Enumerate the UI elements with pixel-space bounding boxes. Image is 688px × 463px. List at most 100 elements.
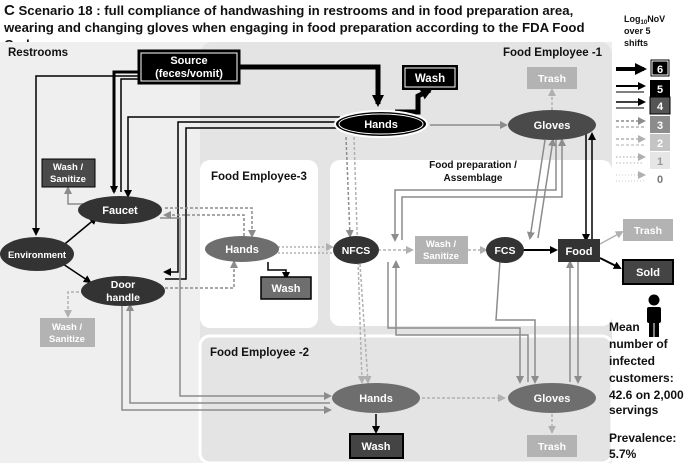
arrow-gloves-to-fcs xyxy=(526,139,546,240)
e2-wash-label: Wash xyxy=(362,441,391,453)
arrow-e3hands-to-wash xyxy=(267,262,290,280)
legend-title-2: over 5 xyxy=(624,26,651,36)
e1-wash-node: Wash xyxy=(402,65,458,90)
results: Mean number of infected customers: 42.6 … xyxy=(609,320,684,461)
arrow-e1hands-to-nfcs xyxy=(345,136,354,238)
results-line3: infected xyxy=(609,354,655,368)
fcs-node: FCS xyxy=(486,237,524,263)
faucet-sanitize-line2: Sanitize xyxy=(50,174,86,185)
arrow-e2gloves-to-nfcs xyxy=(392,260,529,382)
e1-gloves-node: Gloves xyxy=(508,110,596,140)
arrow-nfcs-to-e2gloves xyxy=(387,262,524,384)
faucet-sanitize-line1: Wash / xyxy=(53,162,84,173)
arrow-source-to-environment xyxy=(32,75,138,236)
person-icon xyxy=(647,294,661,337)
arrow-gloves-to-nfcs xyxy=(391,140,557,242)
legend-box-1 xyxy=(650,152,670,169)
food-trash-label: Trash xyxy=(634,225,662,237)
results-line5: 42.6 on 2,000 xyxy=(609,388,684,402)
arrow-food-to-sold xyxy=(599,257,622,269)
arrow-environment-to-faucet xyxy=(59,216,98,249)
arrow-hands-to-door xyxy=(163,121,338,276)
legend-box-3 xyxy=(650,116,670,133)
legend-level-3: 3 xyxy=(657,120,663,132)
arrow-fcs-to-gloves xyxy=(537,138,557,239)
legend-level-1: 1 xyxy=(657,156,663,168)
legend-box-2 xyxy=(650,134,670,151)
e3-hands-node: Hands xyxy=(205,236,279,262)
arrow-faucet-to-sanitize xyxy=(64,186,88,205)
e2-hands-label: Hands xyxy=(359,393,393,405)
source-label-1: Source xyxy=(170,55,207,67)
prevalence-value: 5.7% xyxy=(609,447,637,461)
employee1-label: Food Employee -1 xyxy=(503,47,603,59)
sold-label: Sold xyxy=(636,267,660,279)
door-handle-node: Door handle xyxy=(81,276,165,306)
results-line6: servings xyxy=(609,403,659,417)
food-node: Food xyxy=(558,239,600,262)
employee2-label: Food Employee -2 xyxy=(210,347,309,359)
e1-trash-label: Trash xyxy=(538,73,566,85)
arrow-environment-to-door xyxy=(59,261,92,284)
door-sanitize-line2: Sanitize xyxy=(49,334,85,345)
nfcs-node: NFCS xyxy=(333,236,379,264)
e2-gloves-node: Gloves xyxy=(508,383,596,413)
source-node: Source (feces/vomit) xyxy=(137,49,241,85)
legend: Log10NoV over 5 shifts 6 5 4 3 xyxy=(616,14,671,186)
legend-level-0: 0 xyxy=(657,174,663,186)
prep-area xyxy=(330,160,612,326)
faucet-sanitize-node: Wash / Sanitize xyxy=(41,158,96,188)
arrow-e2hands-to-door xyxy=(126,303,330,404)
environment-node: Environment xyxy=(0,237,74,271)
arrow-door-to-sanitize xyxy=(64,291,84,318)
e3-wash-label: Wash xyxy=(272,283,301,295)
e2-gloves-label: Gloves xyxy=(534,393,571,405)
legend-level-5: 5 xyxy=(657,84,663,96)
nfcs-sanitize-node: Wash / Sanitize xyxy=(415,236,468,264)
nfcs-label: NFCS xyxy=(342,245,371,257)
door-label-2: handle xyxy=(106,292,140,304)
legend-level-6: 6 xyxy=(657,64,663,76)
faucet-node: Faucet xyxy=(78,196,162,224)
arrow-hands-to-faucet xyxy=(124,116,340,198)
employee2-area-outline xyxy=(198,334,614,463)
door-sanitize-node: Wash / Sanitize xyxy=(40,318,95,347)
arrow-nfcs-to-gloves xyxy=(401,138,566,240)
legend-title-3: shifts xyxy=(624,38,648,48)
sold-node: Sold xyxy=(622,259,674,285)
arrow-door-to-e3hands xyxy=(165,260,238,289)
arrow-faucet-to-e2hands xyxy=(160,217,332,400)
e2-hands-node: Hands xyxy=(332,383,420,413)
arrow-hands-to-door-2 xyxy=(165,127,340,280)
door-sanitize-line1: Wash / xyxy=(52,322,83,333)
door-label-1: Door xyxy=(111,279,136,291)
restrooms-label: Restrooms xyxy=(8,47,68,59)
e1-gloves-label: Gloves xyxy=(534,120,571,132)
arrow-hands-to-wash xyxy=(395,87,433,115)
e3-hands-label: Hands xyxy=(225,244,259,256)
food-label: Food xyxy=(566,246,593,258)
e3-wash-node: Wash xyxy=(260,276,312,300)
fcs-label: FCS xyxy=(495,245,516,257)
arrow-source-to-hands xyxy=(240,64,384,107)
arrow-fcs-to-e2gloves xyxy=(495,259,539,384)
e2-wash-node: Wash xyxy=(349,433,404,459)
e1-wash-label: Wash xyxy=(415,73,445,85)
panel-letter: C xyxy=(4,2,15,19)
e1-hands-label: Hands xyxy=(364,119,398,131)
legend-box-6 xyxy=(649,58,671,78)
environment-label: Environment xyxy=(8,250,67,261)
e1-trash-node: Trash xyxy=(527,67,577,89)
legend-level-4: 4 xyxy=(657,101,664,113)
source-label-2: (feces/vomit) xyxy=(155,68,223,80)
e1-hands-node: Hands xyxy=(334,110,428,138)
prevalence-label: Prevalence: xyxy=(609,431,676,445)
arrow-food-to-trash xyxy=(599,231,624,245)
nfcs-sanitize-line2: Sanitize xyxy=(423,251,459,262)
food-trash-node: Trash xyxy=(623,219,673,241)
arrow-faucet-to-e3hands xyxy=(165,207,256,238)
results-line1: Mean xyxy=(609,320,640,334)
faucet-label: Faucet xyxy=(102,205,138,217)
